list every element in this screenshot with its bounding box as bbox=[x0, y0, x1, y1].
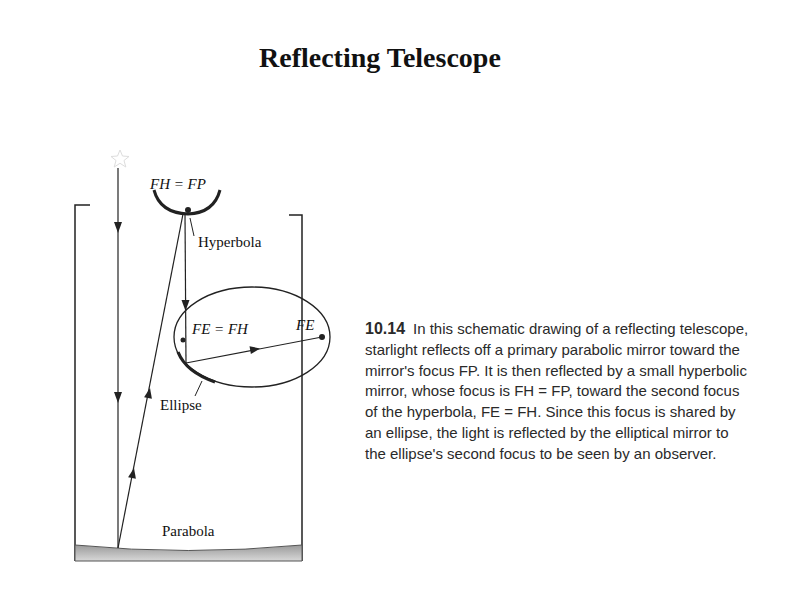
arrowhead bbox=[144, 388, 152, 399]
light-ray bbox=[118, 214, 183, 548]
focus-dot bbox=[319, 334, 325, 340]
figure-number: 10.14 bbox=[365, 319, 405, 340]
focus-label: FE = FH bbox=[192, 321, 248, 338]
tube-wall bbox=[75, 205, 90, 561]
part-name: Hyperbola bbox=[198, 234, 261, 251]
diagram-title: Reflecting Telescope bbox=[259, 42, 501, 74]
arrowhead bbox=[114, 222, 122, 233]
parabolic-mirror bbox=[75, 545, 302, 561]
part-name: Ellipse bbox=[160, 397, 202, 414]
ellipse-outline bbox=[174, 287, 330, 387]
arrowhead bbox=[114, 392, 122, 403]
arrowhead bbox=[182, 300, 190, 311]
star bbox=[111, 150, 129, 167]
elliptical-mirror bbox=[178, 352, 215, 382]
figure-caption: In this schematic drawing of a reflectin… bbox=[365, 319, 753, 465]
light-ray bbox=[186, 337, 322, 363]
arrowhead bbox=[250, 346, 261, 354]
tube-wall bbox=[289, 215, 302, 561]
focus-label: FE bbox=[296, 317, 314, 334]
hyperbolic-mirror bbox=[154, 190, 220, 214]
focus-dot bbox=[181, 338, 186, 343]
arrowhead bbox=[128, 468, 136, 479]
focus-label: FH = FP bbox=[150, 176, 206, 193]
part-name: Parabola bbox=[162, 523, 214, 540]
leader-line bbox=[190, 218, 194, 236]
leader-line bbox=[195, 381, 202, 396]
focus-dot bbox=[185, 207, 191, 213]
